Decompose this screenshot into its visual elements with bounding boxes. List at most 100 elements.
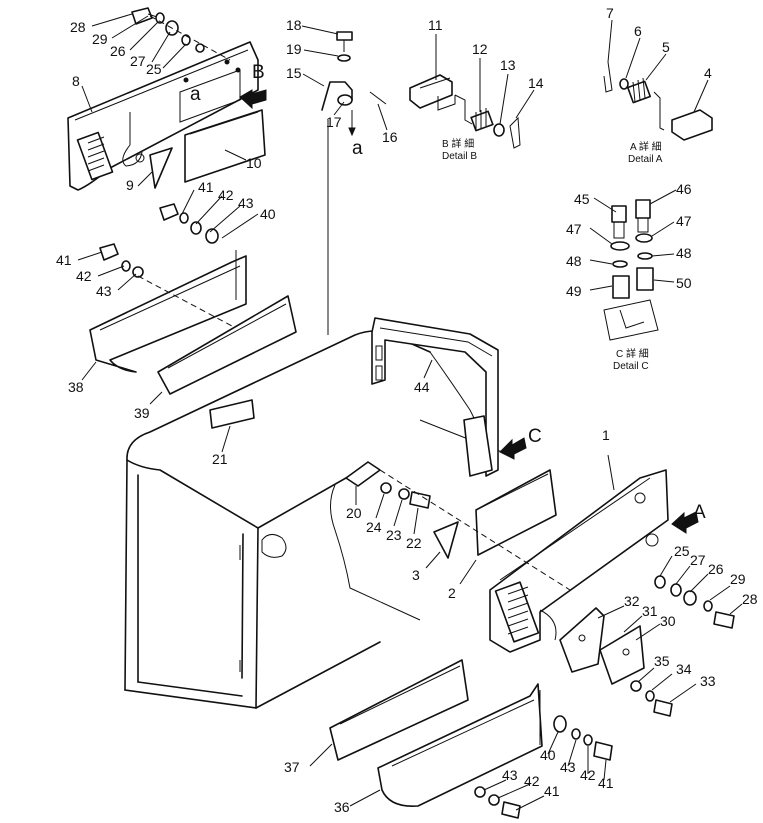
fastener-stack-lower	[474, 715, 613, 819]
callout-26: 26	[110, 43, 126, 59]
callout-42-lower: 42	[580, 767, 596, 783]
callout-23: 23	[386, 527, 402, 543]
callout-46: 46	[676, 181, 692, 197]
callout-13: 13	[500, 57, 516, 73]
callout-1: 1	[602, 427, 610, 443]
callout-30: 30	[660, 613, 676, 629]
view-arrow-b	[239, 89, 267, 110]
view-letter-a-lower: a	[352, 138, 363, 159]
callout-40-lower: 40	[540, 747, 556, 763]
callout-36: 36	[334, 799, 350, 815]
bracket-30-32	[559, 607, 673, 717]
callout-43-lower: 43	[560, 759, 576, 775]
fastener-22-24	[379, 469, 571, 591]
part-8-side-panel	[67, 41, 259, 191]
callout-31: 31	[642, 603, 658, 619]
callout-45: 45	[574, 191, 590, 207]
callout-48-right: 48	[676, 245, 692, 261]
callout-16: 16	[382, 129, 398, 145]
callout-19: 19	[286, 41, 302, 57]
part-3-bracket	[433, 521, 459, 559]
part-21-plate	[209, 399, 255, 429]
callout-42-mid: 42	[218, 187, 234, 203]
callout-28: 28	[70, 19, 86, 35]
callout-labels: 28 29 26 27 25 8 9 10 18 19 15 17 16 11 …	[56, 5, 758, 815]
detail-c-assembly	[603, 199, 659, 341]
callout-41-left: 41	[56, 252, 72, 268]
callout-41-mid: 41	[198, 179, 214, 195]
detail-b-caption-en: Detail B	[442, 151, 477, 162]
latch-rod-assembly	[321, 31, 387, 137]
callout-11: 11	[428, 17, 443, 33]
detail-b-caption-jp: B 詳 細	[442, 137, 474, 150]
callout-47-right: 47	[676, 213, 692, 229]
detail-a-assembly	[603, 61, 713, 141]
callout-39: 39	[134, 405, 150, 421]
view-letter-a: A	[693, 502, 706, 523]
part-1-side-panel	[489, 469, 669, 653]
callout-8: 8	[72, 73, 80, 89]
callout-20: 20	[346, 505, 362, 521]
callout-10: 10	[246, 155, 262, 171]
callout-29-right: 29	[730, 571, 746, 587]
callout-26-right: 26	[708, 561, 724, 577]
callout-43-left: 43	[96, 283, 112, 299]
callout-25-right: 25	[674, 543, 690, 559]
callout-48-left: 48	[566, 253, 582, 269]
callout-7: 7	[606, 5, 614, 21]
callout-12: 12	[472, 41, 488, 57]
part-20-plate	[345, 461, 381, 487]
fastener-stack-mid	[99, 203, 233, 327]
callout-9: 9	[126, 177, 134, 193]
callout-28-right: 28	[742, 591, 758, 607]
leader-lines	[77, 13, 743, 811]
callout-50: 50	[676, 275, 692, 291]
detail-a-caption-en: Detail A	[628, 154, 663, 165]
callout-27-right: 27	[690, 552, 706, 568]
callout-29: 29	[92, 31, 108, 47]
callout-42-left: 42	[76, 268, 92, 284]
part-9-bracket	[149, 147, 173, 189]
callout-42-bottom: 42	[524, 773, 540, 789]
hood-body	[124, 330, 511, 709]
callout-49: 49	[566, 283, 582, 299]
callout-41-bottom: 41	[544, 783, 560, 799]
callout-3: 3	[412, 567, 420, 583]
callout-47-left: 47	[566, 221, 582, 237]
fastener-stack-upper	[131, 7, 231, 61]
callout-2: 2	[448, 585, 456, 601]
callout-33: 33	[700, 673, 716, 689]
callout-5: 5	[662, 39, 670, 55]
callout-35: 35	[654, 653, 670, 669]
callout-18: 18	[286, 17, 302, 33]
view-letter-c: C	[528, 426, 542, 447]
view-arrow-c	[499, 437, 527, 460]
callout-32: 32	[624, 593, 640, 609]
part-36-37-panels	[329, 659, 543, 807]
callout-41-lower: 41	[598, 775, 614, 791]
callout-17: 17	[326, 114, 342, 130]
view-letter-a-upper: a	[190, 84, 201, 105]
detail-c-caption-jp: C 詳 細	[616, 347, 649, 360]
callout-14: 14	[528, 75, 544, 91]
callout-4: 4	[704, 65, 712, 81]
callout-24: 24	[366, 519, 382, 535]
callout-22: 22	[406, 535, 422, 551]
view-arrow-a	[671, 511, 699, 534]
callout-44: 44	[414, 379, 430, 395]
callout-38: 38	[68, 379, 84, 395]
view-letter-b: B	[252, 62, 265, 83]
callout-43-bottom: 43	[502, 767, 518, 783]
callout-37: 37	[284, 759, 300, 775]
part-44-frame	[371, 317, 499, 477]
part-10-plate	[184, 109, 266, 183]
callout-15: 15	[286, 65, 302, 81]
detail-a-caption-jp: A 詳 細	[630, 140, 662, 153]
callout-34: 34	[676, 661, 692, 677]
callout-21: 21	[212, 451, 228, 467]
detail-b-assembly	[409, 74, 521, 149]
callout-6: 6	[634, 23, 642, 39]
part-38-39-panels	[89, 250, 297, 395]
callout-27: 27	[130, 53, 146, 69]
